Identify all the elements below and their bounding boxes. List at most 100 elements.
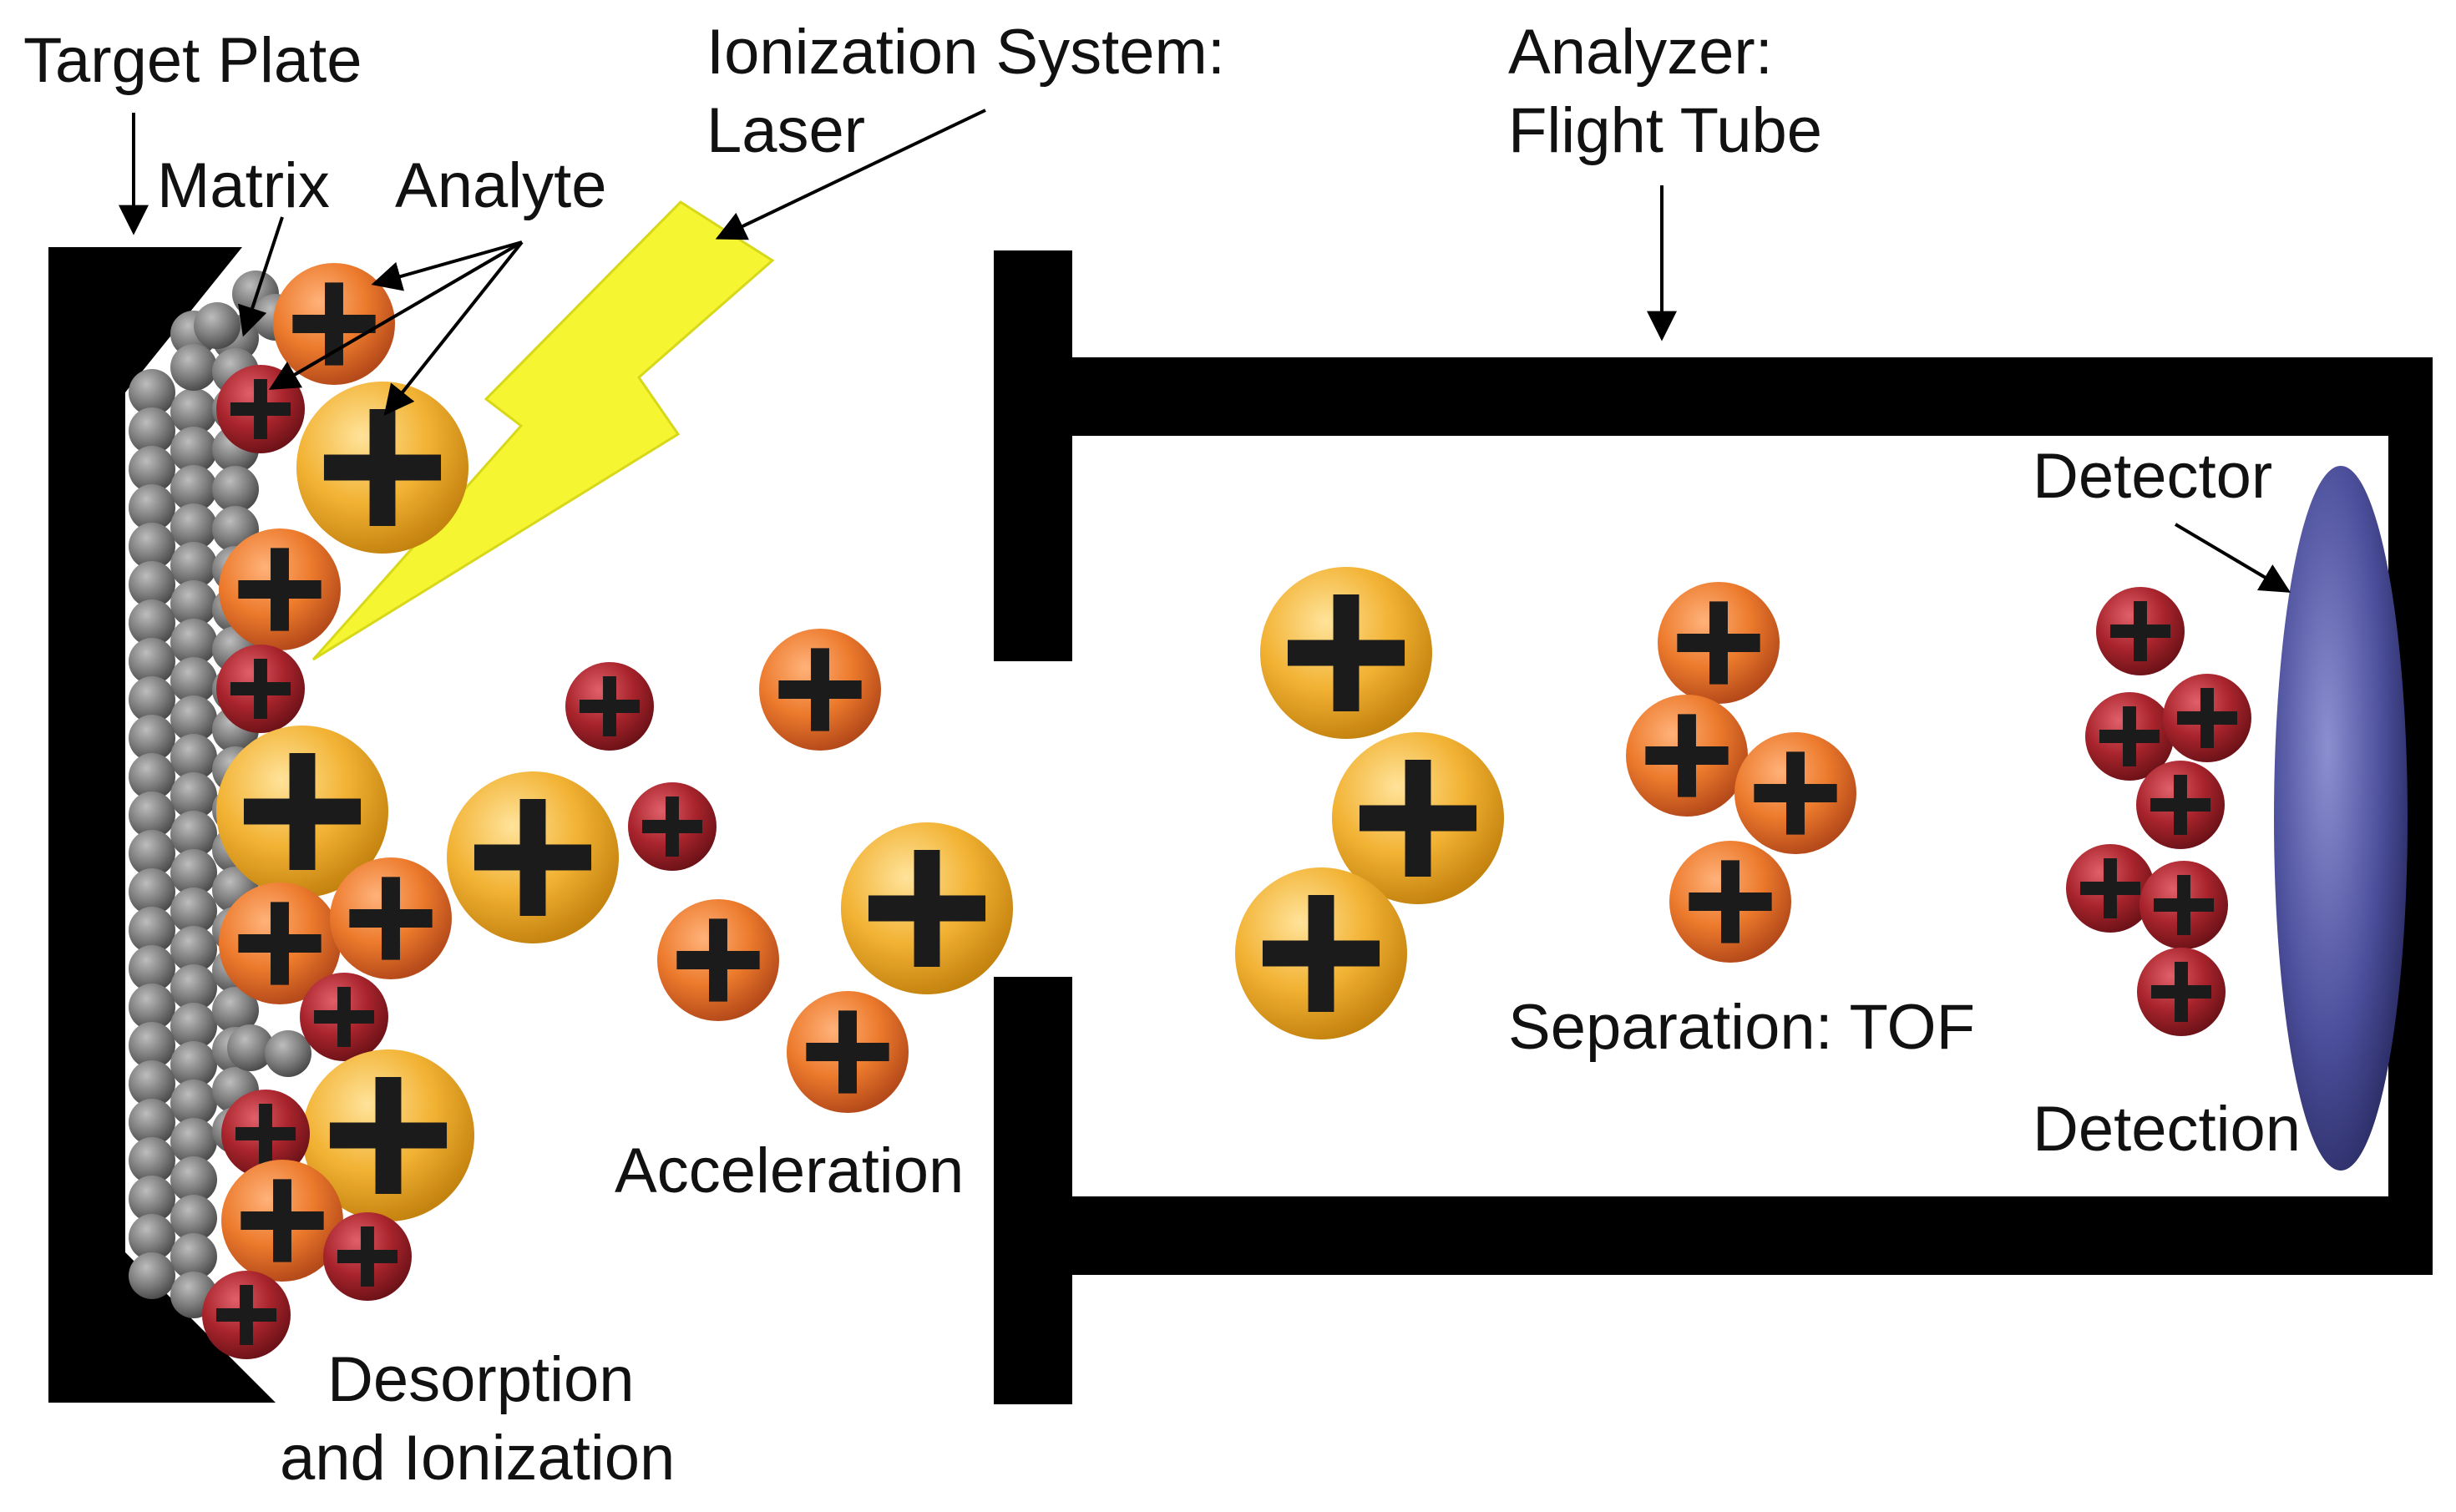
plus-icon bbox=[243, 752, 362, 871]
matrix-particle bbox=[170, 657, 217, 704]
matrix-particle bbox=[129, 561, 175, 608]
small-analyte-ion bbox=[2096, 587, 2185, 675]
label-target-plate: Target Plate bbox=[23, 25, 362, 96]
matrix-particle bbox=[170, 1003, 217, 1049]
matrix-particle bbox=[170, 344, 217, 391]
plus-icon bbox=[2099, 705, 2160, 767]
matrix-particle bbox=[129, 369, 175, 416]
small-analyte-ion bbox=[202, 1271, 291, 1359]
plus-icon bbox=[1689, 860, 1772, 943]
small-analyte-ion bbox=[2136, 761, 2225, 849]
label-separation: Separation: TOF bbox=[1508, 992, 1975, 1063]
plus-icon bbox=[2150, 774, 2211, 836]
label-desorption: Desorption bbox=[327, 1344, 635, 1415]
label-analyte: Analyte bbox=[395, 150, 607, 221]
tube-inlet-upper bbox=[994, 250, 1072, 661]
ion-layer bbox=[202, 263, 2251, 1359]
matrix-particle bbox=[129, 1060, 175, 1107]
matrix-particle bbox=[129, 407, 175, 454]
medium-analyte-ion bbox=[273, 263, 395, 385]
plus-icon bbox=[215, 1284, 277, 1346]
large-analyte-ion bbox=[447, 771, 619, 943]
matrix-particle bbox=[170, 465, 217, 512]
arrow-laser bbox=[715, 109, 986, 240]
small-analyte-ion bbox=[300, 973, 388, 1061]
medium-analyte-ion bbox=[219, 528, 341, 650]
matrix-particle bbox=[170, 811, 217, 857]
medium-analyte-ion bbox=[1626, 695, 1748, 817]
large-analyte-ion bbox=[841, 822, 1013, 994]
plus-icon bbox=[806, 1010, 889, 1094]
matrix-particle bbox=[170, 427, 217, 473]
plus-icon bbox=[1677, 601, 1760, 685]
plus-icon bbox=[868, 849, 986, 968]
tube-wall-bottom bbox=[1072, 1196, 2433, 1275]
label-detection: Detection bbox=[2033, 1094, 2301, 1165]
matrix-particle bbox=[129, 945, 175, 992]
matrix-particle bbox=[170, 542, 217, 589]
small-analyte-ion bbox=[565, 662, 654, 751]
arrow-analyte-1 bbox=[371, 240, 523, 291]
arrow-matrix bbox=[238, 216, 284, 337]
medium-analyte-ion bbox=[330, 857, 452, 979]
plus-icon bbox=[2079, 857, 2141, 919]
matrix-particle bbox=[170, 388, 217, 435]
matrix-particle bbox=[129, 830, 175, 877]
large-analyte-ion bbox=[1235, 867, 1407, 1039]
label-flight-tube: Flight Tube bbox=[1508, 95, 1822, 166]
plus-icon bbox=[1359, 759, 1477, 877]
plus-icon bbox=[235, 1103, 296, 1165]
target-plate bbox=[48, 247, 276, 1403]
tube-wall-top bbox=[994, 357, 2433, 436]
matrix-particle bbox=[129, 599, 175, 646]
plus-icon bbox=[323, 408, 442, 527]
matrix-particle bbox=[129, 1176, 175, 1222]
matrix-particle bbox=[129, 1214, 175, 1261]
label-matrix: Matrix bbox=[157, 150, 330, 221]
detector-plate bbox=[2274, 466, 2408, 1171]
matrix-particle bbox=[129, 523, 175, 569]
plus-icon bbox=[778, 648, 862, 731]
plus-icon bbox=[1262, 894, 1380, 1013]
matrix-particle bbox=[170, 695, 217, 742]
small-analyte-ion bbox=[2140, 861, 2228, 949]
matrix-particle bbox=[129, 1099, 175, 1145]
matrix-particle bbox=[170, 619, 217, 665]
matrix-particle bbox=[129, 676, 175, 723]
matrix-particle bbox=[194, 302, 241, 349]
matrix-particle bbox=[129, 791, 175, 838]
matrix-particle bbox=[129, 868, 175, 915]
plus-icon bbox=[230, 378, 291, 440]
small-analyte-ion bbox=[2066, 844, 2155, 933]
small-analyte-ion bbox=[323, 1212, 412, 1301]
large-analyte-ion bbox=[1332, 732, 1504, 904]
small-analyte-ion bbox=[2163, 674, 2251, 762]
plus-icon bbox=[329, 1076, 448, 1195]
matrix-particle bbox=[227, 1024, 274, 1071]
plus-icon bbox=[241, 1179, 324, 1262]
arrow-detector bbox=[2174, 523, 2291, 593]
large-analyte-ion bbox=[216, 726, 388, 898]
plus-icon bbox=[1754, 751, 1837, 835]
matrix-particle bbox=[170, 1233, 217, 1280]
medium-analyte-ion bbox=[759, 629, 881, 751]
matrix-particle bbox=[170, 1041, 217, 1088]
large-analyte-ion bbox=[1260, 567, 1432, 739]
matrix-particle bbox=[170, 849, 217, 896]
plus-icon bbox=[238, 902, 322, 985]
matrix-particle bbox=[129, 638, 175, 685]
flight-tube bbox=[994, 250, 2433, 1404]
matrix-particle bbox=[129, 1137, 175, 1184]
plus-icon bbox=[2150, 961, 2212, 1023]
medium-analyte-ion bbox=[787, 991, 909, 1113]
medium-analyte-ion bbox=[221, 1160, 343, 1282]
matrix-particle bbox=[129, 446, 175, 493]
plus-icon bbox=[2176, 687, 2238, 749]
plus-icon bbox=[641, 796, 703, 857]
label-laser: Laser bbox=[706, 95, 865, 166]
plus-icon bbox=[1287, 594, 1405, 712]
small-analyte-ion bbox=[628, 782, 717, 871]
matrix-particle bbox=[170, 964, 217, 1011]
matrix-particle bbox=[170, 887, 217, 934]
plus-icon bbox=[676, 918, 760, 1002]
